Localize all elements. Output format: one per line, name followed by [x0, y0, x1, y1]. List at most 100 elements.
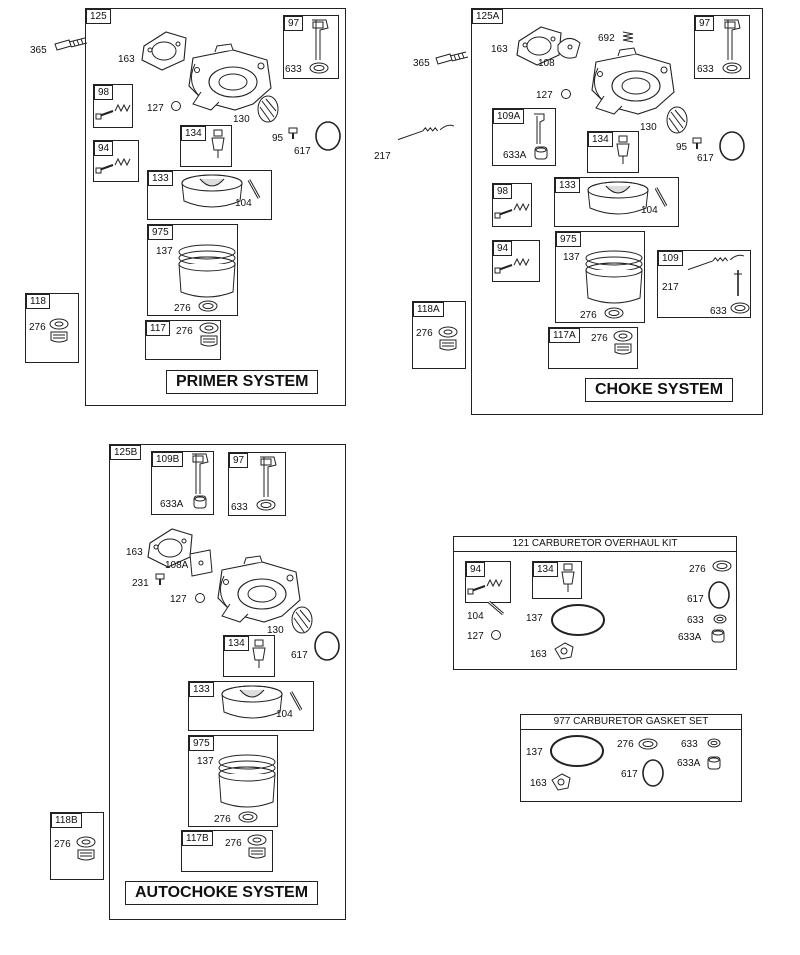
overhaul-callout-276: 276	[689, 564, 706, 575]
choke-system-title: CHOKE SYSTEM	[585, 378, 734, 402]
overhaul-bushing-633a-icon	[710, 628, 726, 644]
auto-callout-130: 130	[267, 625, 284, 636]
overhaul-callout-163: 163	[530, 649, 547, 660]
choke-callout-163: 163	[491, 44, 508, 55]
auto-shaft-97-icon	[259, 456, 277, 498]
choke-callout-130: 130	[640, 122, 657, 133]
float-133-icon	[181, 174, 243, 208]
overhaul-kit-title: 121 CARBURETOR OVERHAUL KIT	[454, 537, 736, 552]
auto-screw-231-icon	[155, 574, 165, 586]
choke-callout-117a-276: 276	[591, 333, 608, 344]
callout-104: 104	[235, 198, 252, 209]
choke-screw-95-icon	[692, 138, 702, 150]
callout-95: 95	[272, 133, 284, 144]
ring-633-icon	[309, 62, 329, 74]
small-oring-127-icon	[170, 100, 182, 112]
auto-needle-134-icon	[252, 639, 266, 669]
gasket-set-oring-617-icon	[641, 758, 665, 788]
choke-callout-217: 217	[374, 151, 391, 162]
auto-callout-276: 276	[214, 814, 231, 825]
ring-276-icon	[198, 300, 218, 312]
overhaul-screw-spring-94-icon	[467, 579, 503, 595]
choke-callout-137: 137	[563, 252, 580, 263]
choke-link-rod-icon	[732, 270, 744, 300]
callout-276: 276	[174, 303, 191, 314]
choke-screw-spring-94-icon	[494, 258, 530, 274]
choke-float-133-icon	[587, 181, 649, 215]
overhaul-callout-137: 137	[526, 613, 543, 624]
spring-692-icon	[621, 30, 635, 44]
screw-spring-98-icon	[95, 104, 131, 120]
auto-carburetor-body-icon	[217, 555, 301, 623]
choke-callout-633: 633	[697, 64, 714, 75]
gasket-set-callout-633a: 633A	[677, 758, 701, 769]
choke-ring-109-633-icon	[730, 302, 750, 314]
callout-617: 617	[294, 146, 311, 157]
bowl-975-icon	[178, 244, 236, 298]
gasket-set-bushing-633a-icon	[706, 755, 722, 771]
overhaul-oring-617-icon	[707, 580, 731, 610]
choke-callout-108: 108	[538, 58, 555, 69]
kit-118a-box: 118A	[412, 301, 466, 369]
auto-oring-127-icon	[194, 592, 206, 604]
box-125b-label: 125B	[110, 445, 142, 460]
kit-94-box: 94	[93, 140, 139, 182]
auto-ring-633-icon	[256, 499, 276, 511]
choke-callout-95: 95	[676, 142, 688, 153]
overhaul-needle-134-icon	[561, 563, 575, 593]
choke-callout-127: 127	[536, 90, 553, 101]
auto-callout-633a: 633A	[160, 499, 184, 510]
choke-oring-127-icon	[560, 88, 572, 100]
bolt-365-choke-icon	[435, 51, 469, 65]
auto-callout-231: 231	[132, 578, 149, 589]
link-spring-217-icon	[397, 124, 455, 140]
gasket-set-callout-276: 276	[617, 739, 634, 750]
choke-callout-109-217: 217	[662, 282, 679, 293]
choke-bowl-975-icon	[585, 250, 643, 304]
kit-97-box: 97	[283, 15, 339, 79]
plug-117-icon	[199, 322, 219, 347]
callout-127: 127	[147, 103, 164, 114]
overhaul-gasket-163-icon	[553, 641, 575, 661]
choke-callout-633a: 633A	[503, 150, 527, 161]
choke-shaft-97-icon	[723, 19, 741, 61]
box-125a-label: 125A	[472, 9, 504, 24]
overhaul-bowl-gasket-137-icon	[550, 603, 606, 637]
overhaul-ring-633-icon	[712, 613, 728, 625]
diaphragm-130-icon	[257, 95, 279, 123]
kit-118b-box: 118B	[50, 812, 104, 880]
choke-oring-617-icon	[719, 131, 745, 161]
plug-118-icon	[49, 318, 69, 343]
callout-118-276: 276	[29, 322, 46, 333]
choke-plug-117a-icon	[613, 330, 633, 355]
kit-98-box: 98	[93, 84, 133, 128]
screw-spring-94-icon	[95, 158, 131, 174]
choke-screw-spring-98-icon	[494, 203, 530, 219]
choke-diaphragm-130-icon	[666, 106, 688, 134]
needle-134-icon	[211, 129, 225, 159]
auto-callout-127: 127	[170, 594, 187, 605]
callout-163: 163	[118, 54, 135, 65]
throttle-shaft-icon	[311, 19, 329, 61]
choke-needle-134-icon	[616, 135, 630, 165]
choke-kit-98-box: 98	[492, 183, 532, 227]
gasket-set-gasket-163-icon	[550, 772, 572, 792]
primer-system-title: PRIMER SYSTEM	[166, 370, 319, 394]
gasket-set-callout-633: 633	[681, 739, 698, 750]
auto-callout-104: 104	[276, 709, 293, 720]
overhaul-kit-94-box: 94	[465, 561, 511, 603]
overhaul-ring-276-icon	[712, 560, 732, 572]
overhaul-pin-104-icon	[489, 600, 503, 618]
callout-130: 130	[233, 114, 250, 125]
overhaul-callout-617: 617	[687, 594, 704, 605]
kit-134-box: 134	[180, 125, 232, 167]
choke-shaft-109a-icon	[534, 114, 548, 144]
callout-118b-276: 276	[54, 839, 71, 850]
box-125-label: 125	[86, 9, 111, 24]
oring-617-icon	[315, 121, 341, 151]
gasket-set-callout-137: 137	[526, 747, 543, 758]
overhaul-callout-127: 127	[467, 631, 484, 642]
callout-118a-276: 276	[416, 328, 433, 339]
overhaul-kit-134-box: 134	[532, 561, 582, 599]
choke-ring-633-icon	[722, 62, 742, 74]
